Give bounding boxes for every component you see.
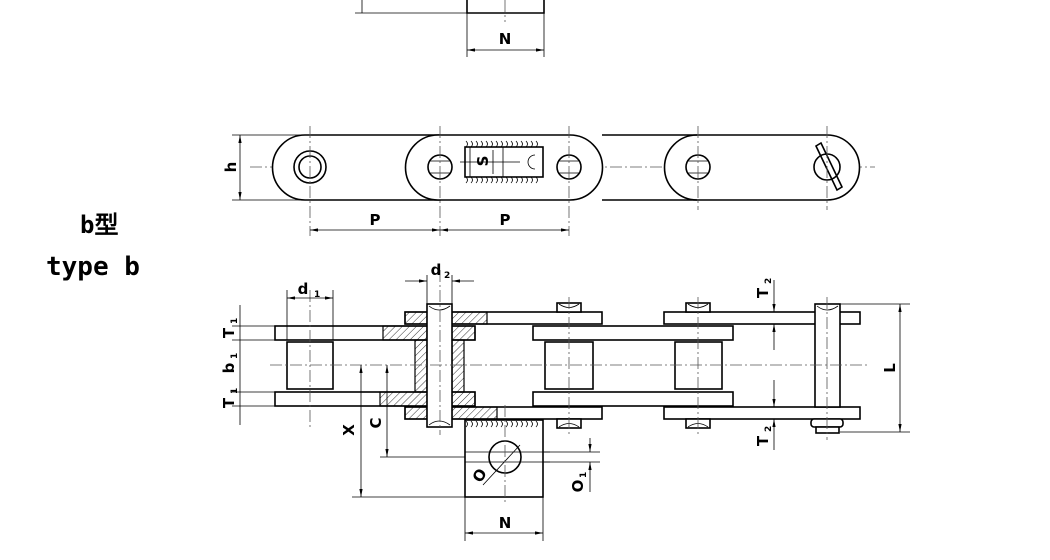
dim-label-s: S [474, 156, 492, 167]
dim-label-d2-subscript: 2 [444, 271, 450, 281]
plan-view: d 1 d 2 T 1 b 1 T 1 X C O O 1 N [220, 261, 910, 541]
dim-label-n-bottom: N [499, 514, 512, 532]
dim-label-t1-top: T [220, 327, 238, 338]
dim-label-t1-top-subscript: 1 [230, 318, 240, 324]
dim-label-d2: d [431, 261, 442, 279]
dim-label-d1-subscript: 1 [314, 290, 320, 300]
dim-label-t2-top: T [754, 287, 772, 298]
dim-label-n-top: N [499, 30, 512, 48]
type-label-english: type b [46, 252, 140, 282]
dim-label-t2-bottom-subscript: 2 [764, 426, 774, 432]
dim-label-o1-subscript: 1 [579, 472, 589, 478]
dim-label-x: X [340, 424, 358, 436]
side-view: S h P P [222, 126, 875, 236]
dim-label-b1-subscript: 1 [230, 353, 240, 359]
dim-label-h: h [222, 162, 240, 173]
attachment-plate [464, 419, 544, 498]
dim-label-d1: d [298, 280, 309, 298]
top-fragment: N [355, 0, 545, 57]
dim-label-o1: O [569, 480, 587, 493]
dim-label-b1: b [220, 362, 238, 373]
type-label-chinese: b型 [80, 211, 119, 239]
dim-label-c: C [367, 417, 385, 428]
dim-label-p2: P [500, 211, 511, 229]
dim-label-l: L [881, 363, 899, 373]
dim-label-t1-bottom-subscript: 1 [230, 388, 240, 394]
dim-label-t1-bottom: T [220, 397, 238, 408]
dim-label-t2-bottom: T [754, 435, 772, 446]
pin-icon [426, 303, 453, 428]
dim-label-p1: P [370, 211, 381, 229]
dim-label-t2-top-subscript: 2 [764, 278, 774, 284]
